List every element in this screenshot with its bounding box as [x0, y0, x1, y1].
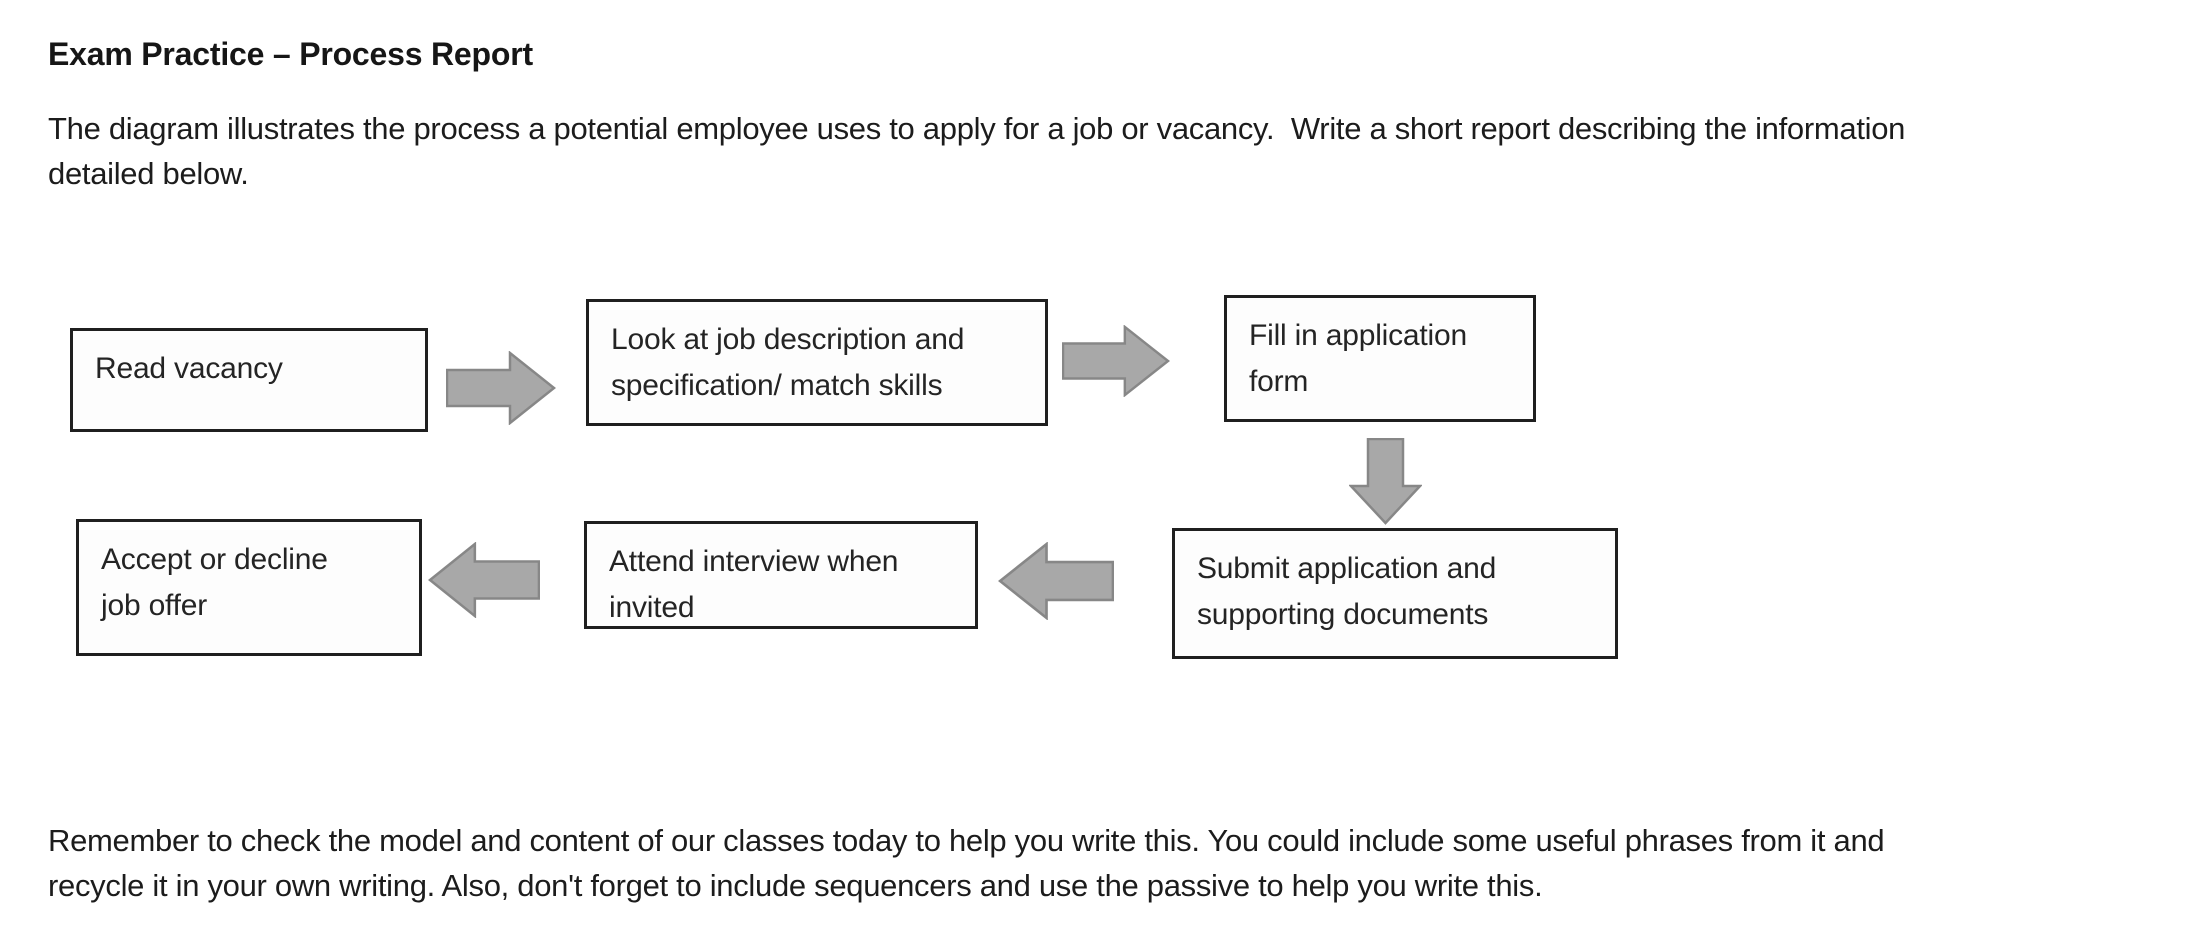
intro-line-1: The diagram illustrates the process a po… — [48, 111, 1906, 146]
arrow-left-icon — [428, 542, 540, 618]
flow-box-accept-decline: Accept or decline job offer — [76, 519, 422, 656]
flow-box-label: Accept or decline — [101, 543, 328, 576]
page-title: Exam Practice – Process Report — [48, 36, 533, 72]
footer-paragraph: Remember to check the model and content … — [48, 818, 1885, 908]
flow-box-label: supporting documents — [1197, 598, 1489, 631]
flow-box-label: Attend interview when — [609, 545, 899, 578]
flow-box-job-description: Look at job description and specificatio… — [586, 299, 1048, 426]
flow-box-application-form: Fill in application form — [1224, 295, 1536, 422]
intro-paragraph: The diagram illustrates the process a po… — [48, 106, 1905, 196]
arrow-right-icon — [446, 351, 556, 425]
flow-box-label: Look at job description and — [611, 323, 965, 356]
arrow-down-icon — [1349, 438, 1422, 525]
flow-box-label: form — [1249, 365, 1309, 398]
flow-box-read-vacancy: Read vacancy — [70, 328, 428, 432]
footer-line-1: Remember to check the model and content … — [48, 823, 1885, 858]
arrow-right-icon — [1062, 325, 1170, 397]
arrow-left-icon — [998, 542, 1114, 620]
flow-box-label: Submit application and — [1197, 552, 1497, 585]
flow-box-label: specification/ match skills — [611, 369, 943, 402]
flow-box-label: Fill in application — [1249, 319, 1467, 352]
flow-box-label: Read vacancy — [95, 352, 283, 385]
flow-box-attend-interview: Attend interview when invited — [584, 521, 978, 629]
flow-box-label: invited — [609, 591, 695, 624]
flow-box-label: job offer — [101, 589, 208, 622]
footer-line-2: recycle it in your own writing. Also, do… — [48, 868, 1543, 903]
intro-line-2: detailed below. — [48, 156, 249, 191]
flow-box-submit-application: Submit application and supporting docume… — [1172, 528, 1618, 659]
